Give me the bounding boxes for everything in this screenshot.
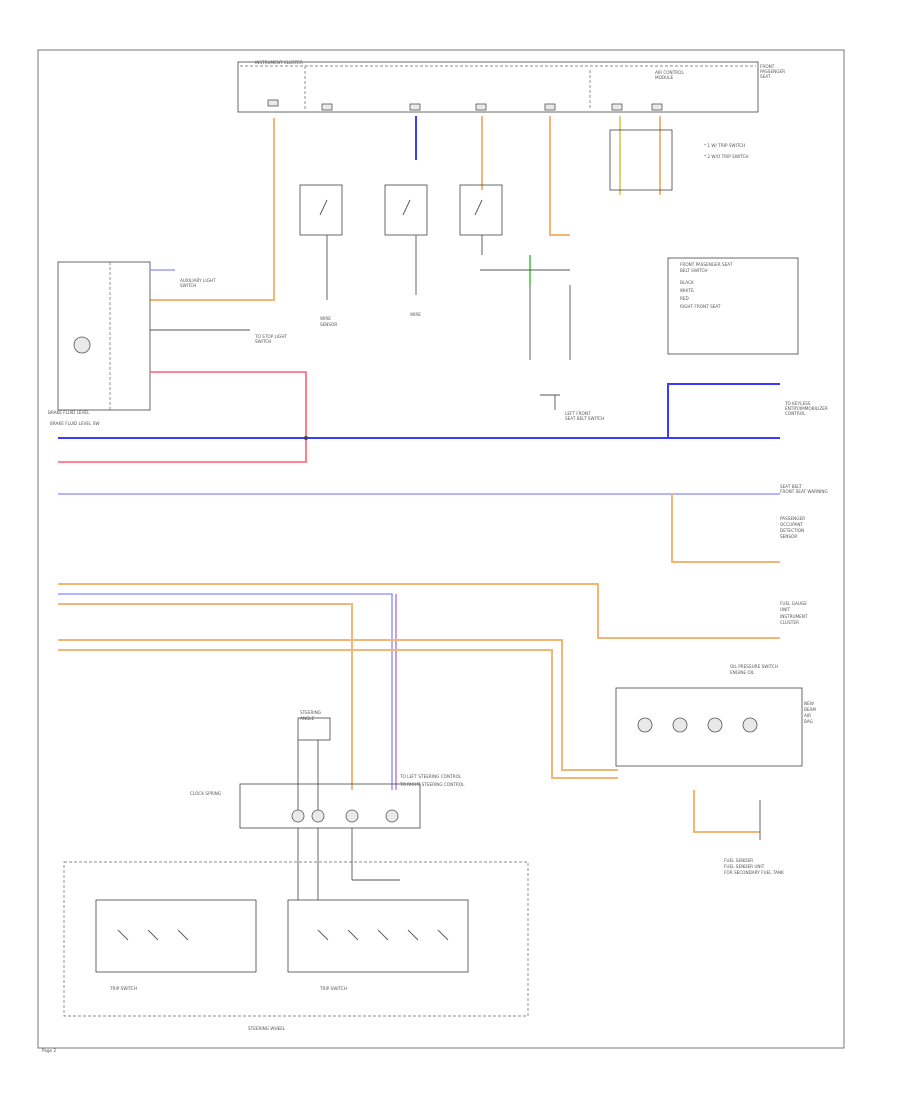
svg-text:WHITE: WHITE: [680, 288, 694, 293]
svg-text:AUXILIARY LIGHT: AUXILIARY LIGHT: [180, 278, 216, 283]
gauge-module: [615, 687, 803, 767]
wire-orange-1: [150, 118, 275, 301]
svg-text:FRONT: FRONT: [760, 64, 775, 69]
svg-text:AIR: AIR: [804, 713, 811, 718]
brake-fluid-box: [57, 261, 151, 411]
svg-text:SEAT BELT: SEAT BELT: [780, 484, 802, 489]
svg-text:FRONT PASSENGER SEAT: FRONT PASSENGER SEAT: [680, 262, 733, 267]
cluster-pins: [267, 99, 663, 111]
svg-text:SEAT BELT SWITCH: SEAT BELT SWITCH: [565, 416, 604, 421]
svg-text:OCCUPANT: OCCUPANT: [780, 522, 803, 527]
svg-text:BRAKE FLUID LEVEL SW: BRAKE FLUID LEVEL SW: [50, 421, 100, 426]
svg-text:BLACK: BLACK: [680, 280, 694, 285]
svg-text:ENGINE OIL: ENGINE OIL: [730, 670, 755, 675]
svg-text:WIRE: WIRE: [320, 316, 331, 321]
steering-switches: [117, 929, 449, 941]
svg-text:INSTRUMENT: INSTRUMENT: [780, 614, 808, 619]
svg-text:WIRE: WIRE: [410, 312, 421, 317]
diagram-frame: [37, 49, 845, 1049]
svg-text:MODULE: MODULE: [655, 75, 674, 80]
svg-text:ANGLE: ANGLE: [300, 716, 315, 721]
svg-text:TO RIGHT STEERING CONTROL: TO RIGHT STEERING CONTROL: [399, 782, 465, 787]
clock-spring-box: [239, 783, 421, 829]
svg-text:FUEL SENDER UNIT: FUEL SENDER UNIT: [724, 864, 765, 869]
note-2: * 2 W/O TRIP SWITCH: [704, 154, 749, 159]
svg-text:TO STOP LIGHT: TO STOP LIGHT: [254, 334, 288, 339]
brake-fluid-label: BRAKE FLUID LEVEL: [48, 410, 90, 415]
svg-text:FUEL GAUGE: FUEL GAUGE: [780, 601, 807, 606]
svg-text:TRIP SWITCH: TRIP SWITCH: [319, 986, 347, 991]
svg-text:AIR CONTROL: AIR CONTROL: [655, 70, 684, 75]
note-1: * 1 W/ TRIP SWITCH: [704, 143, 745, 148]
svg-text:RIGHT FRONT SEAT: RIGHT FRONT SEAT: [680, 304, 721, 309]
svg-text:FOR SECONDARY FUEL TANK: FOR SECONDARY FUEL TANK: [724, 870, 784, 875]
svg-text:ENTRY/IMMOBILIZER: ENTRY/IMMOBILIZER: [785, 406, 828, 411]
svg-text:FRONT SEAT WARNING: FRONT SEAT WARNING: [780, 489, 828, 494]
svg-text:PASSENGER: PASSENGER: [760, 69, 785, 74]
svg-text:SENSOR: SENSOR: [780, 534, 797, 539]
steering-wheel-box: [63, 861, 529, 1017]
switch-group-top: [299, 184, 503, 300]
steering-label: STEERING WHEEL: [248, 1026, 286, 1031]
svg-text:STEERING: STEERING: [300, 710, 321, 715]
svg-text:DETECTION: DETECTION: [780, 528, 804, 533]
seat-belt-switches: [480, 269, 571, 410]
svg-text:SWITCH: SWITCH: [255, 339, 271, 344]
svg-text:RED: RED: [680, 296, 689, 301]
svg-text:SEAT: SEAT: [760, 74, 771, 79]
svg-text:SWITCH: SWITCH: [180, 283, 196, 288]
page-reference: Page 2: [42, 1048, 56, 1053]
instrument-cluster-box: [237, 61, 759, 113]
svg-text:CLUSTER: CLUSTER: [780, 620, 799, 625]
svg-text:LEFT FRONT: LEFT FRONT: [565, 411, 591, 416]
fuel-sender-label: FUEL SENDER: [724, 858, 753, 863]
trip-switch-label: TRIP SWITCH: [109, 986, 137, 991]
module-title: INSTRUMENT CLUSTER: [255, 60, 303, 65]
svg-text:NEW: NEW: [804, 701, 814, 706]
svg-text:PASSENGER: PASSENGER: [780, 516, 805, 521]
wire-orange-3: [549, 116, 570, 236]
clock-spring-label: CLOCK SPRING: [190, 791, 221, 796]
svg-text:BAG: BAG: [804, 719, 813, 724]
svg-text:UNIT: UNIT: [780, 607, 790, 612]
gauge-indicators: [637, 717, 758, 733]
clock-spring-connectors: [291, 809, 399, 823]
svg-text:TO KEYLESS: TO KEYLESS: [784, 401, 811, 406]
svg-text:BEAM: BEAM: [804, 707, 816, 712]
right-info-box: [667, 257, 799, 355]
svg-text:OIL PRESSURE SWITCH: OIL PRESSURE SWITCH: [730, 664, 778, 669]
svg-text:TO LEFT STEERING CONTROL: TO LEFT STEERING CONTROL: [399, 774, 462, 779]
svg-text:CONTROL: CONTROL: [785, 411, 806, 416]
wire-red: [58, 371, 307, 463]
svg-text:BELT SWITCH: BELT SWITCH: [680, 268, 708, 273]
svg-text:SENSOR: SENSOR: [320, 322, 337, 327]
